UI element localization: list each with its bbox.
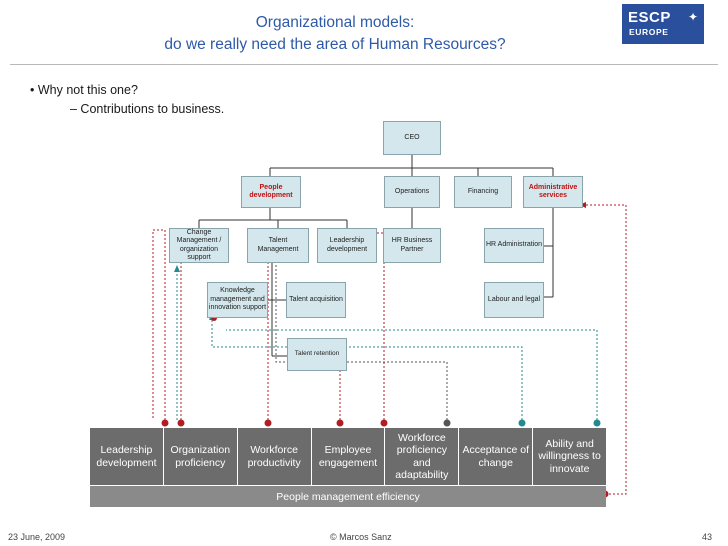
box-talent-acquisition: Talent acquisition bbox=[286, 282, 346, 318]
box-hr-business-partner: HR Business Partner bbox=[383, 228, 441, 263]
outcome-acceptance-of-change: Acceptance of change bbox=[459, 428, 534, 485]
outcome-innovate: Ability and willingness to innovate bbox=[538, 437, 601, 475]
box-talent-management: Talent Management bbox=[247, 228, 309, 263]
box-operations: Operations bbox=[384, 176, 440, 208]
outcome-employee-engagement: Employee engagement bbox=[312, 428, 386, 485]
outcome-organization-proficiency: Organization proficiency bbox=[164, 428, 238, 485]
star-icon: ✦ bbox=[687, 10, 698, 24]
logo-text-escp: ESCP bbox=[628, 9, 671, 26]
box-knowledge-management: Knowledge management and innovation supp… bbox=[207, 282, 268, 318]
outcome-leadership-development: Leadership development bbox=[90, 428, 164, 485]
box-change-management: Change Management / organization support bbox=[169, 228, 229, 263]
escp-logo: ESCP EUROPE ✦ bbox=[622, 4, 704, 44]
box-labour-legal: Labour and legal bbox=[484, 282, 544, 318]
dot-workforce-adaptability bbox=[443, 419, 451, 427]
sub-bullet-contributions: – Contributions to business. bbox=[70, 102, 225, 116]
dot-workforce-productivity bbox=[264, 419, 272, 427]
footer-date: 23 June, 2009 bbox=[8, 532, 66, 542]
slide-title-line-1: Organizational models: bbox=[255, 14, 415, 31]
box-financing: Financing bbox=[454, 176, 512, 208]
dot-employee-engagement bbox=[336, 419, 344, 427]
box-ceo: CEO bbox=[383, 121, 441, 155]
box-talent-retention: Talent retention bbox=[287, 338, 347, 371]
bullet-why-not: • Why not this one? bbox=[30, 83, 138, 97]
dot-acceptance-change bbox=[518, 419, 526, 427]
slide-title-line-2: do we really need the area of Human Reso… bbox=[164, 36, 506, 53]
box-leadership-development: Leadership development bbox=[317, 228, 377, 263]
outcome-workforce-productivity: Workforce productivity bbox=[238, 428, 312, 485]
dot-engagement-2 bbox=[380, 419, 388, 427]
outcome-workforce-proficiency: Workforce proficiency and adaptability bbox=[385, 428, 460, 485]
logo-text-europe: EUROPE bbox=[629, 27, 669, 37]
dot-innovate bbox=[593, 419, 601, 427]
box-hr-administration: HR Administration bbox=[484, 228, 544, 263]
people-management-efficiency: People management efficiency bbox=[90, 485, 606, 507]
box-administrative-services: Administrative services bbox=[523, 176, 583, 208]
footer-author: © Marcos Sanz bbox=[330, 532, 392, 542]
dot-leadership bbox=[177, 419, 185, 427]
dot-org-proficiency bbox=[161, 419, 169, 427]
outcomes-bar: Leadership development Organization prof… bbox=[90, 428, 606, 485]
title-divider bbox=[10, 64, 718, 65]
box-people-development: People development bbox=[241, 176, 301, 208]
footer-page-number: 43 bbox=[702, 532, 713, 542]
slide-title: Organizational models: do we really need… bbox=[100, 12, 570, 56]
